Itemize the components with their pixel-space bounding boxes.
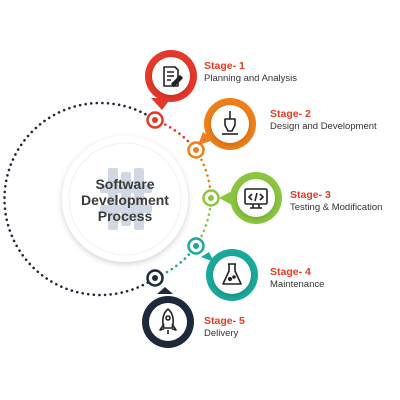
stage-1-subtitle: Planning and Analysis bbox=[204, 73, 297, 84]
center-hub: Software Development Process bbox=[62, 136, 188, 262]
stage-2-subtitle: Design and Development bbox=[270, 121, 377, 132]
center-title-line1: Software bbox=[95, 176, 154, 192]
center-title-line2: Development bbox=[81, 192, 169, 208]
stage-2-badge bbox=[198, 98, 256, 150]
stage-5-title: Stage- 5 bbox=[204, 315, 245, 327]
ring-node-5 bbox=[146, 269, 164, 287]
stage-4-badge bbox=[201, 249, 258, 301]
ring-node-3 bbox=[202, 189, 220, 207]
stage-2-title: Stage- 2 bbox=[270, 108, 311, 120]
flask-icon bbox=[222, 263, 242, 285]
stage-1-title: Stage- 1 bbox=[204, 60, 245, 72]
stage-4-subtitle: Maintenance bbox=[270, 279, 324, 290]
ring-node-4 bbox=[187, 237, 205, 255]
rocket-icon bbox=[159, 308, 177, 334]
center-watermark-icon bbox=[100, 168, 152, 230]
ring-node-1 bbox=[146, 111, 164, 129]
monitor-code-icon bbox=[244, 188, 268, 209]
stage-3-subtitle: Testing & Modification bbox=[290, 202, 382, 213]
pen-tool-icon bbox=[222, 111, 238, 135]
document-edit-icon bbox=[163, 66, 183, 87]
center-title-line3: Process bbox=[98, 208, 153, 224]
ring-node-2 bbox=[187, 141, 205, 159]
stage-3-title: Stage- 3 bbox=[290, 189, 331, 201]
stage-5-subtitle: Delivery bbox=[204, 328, 239, 339]
stage-4-title: Stage- 4 bbox=[270, 266, 311, 278]
dotted-ring bbox=[3, 101, 213, 297]
stage-1-badge bbox=[145, 50, 197, 110]
stage-5-badge bbox=[142, 287, 194, 348]
stage-3-badge bbox=[219, 172, 282, 224]
